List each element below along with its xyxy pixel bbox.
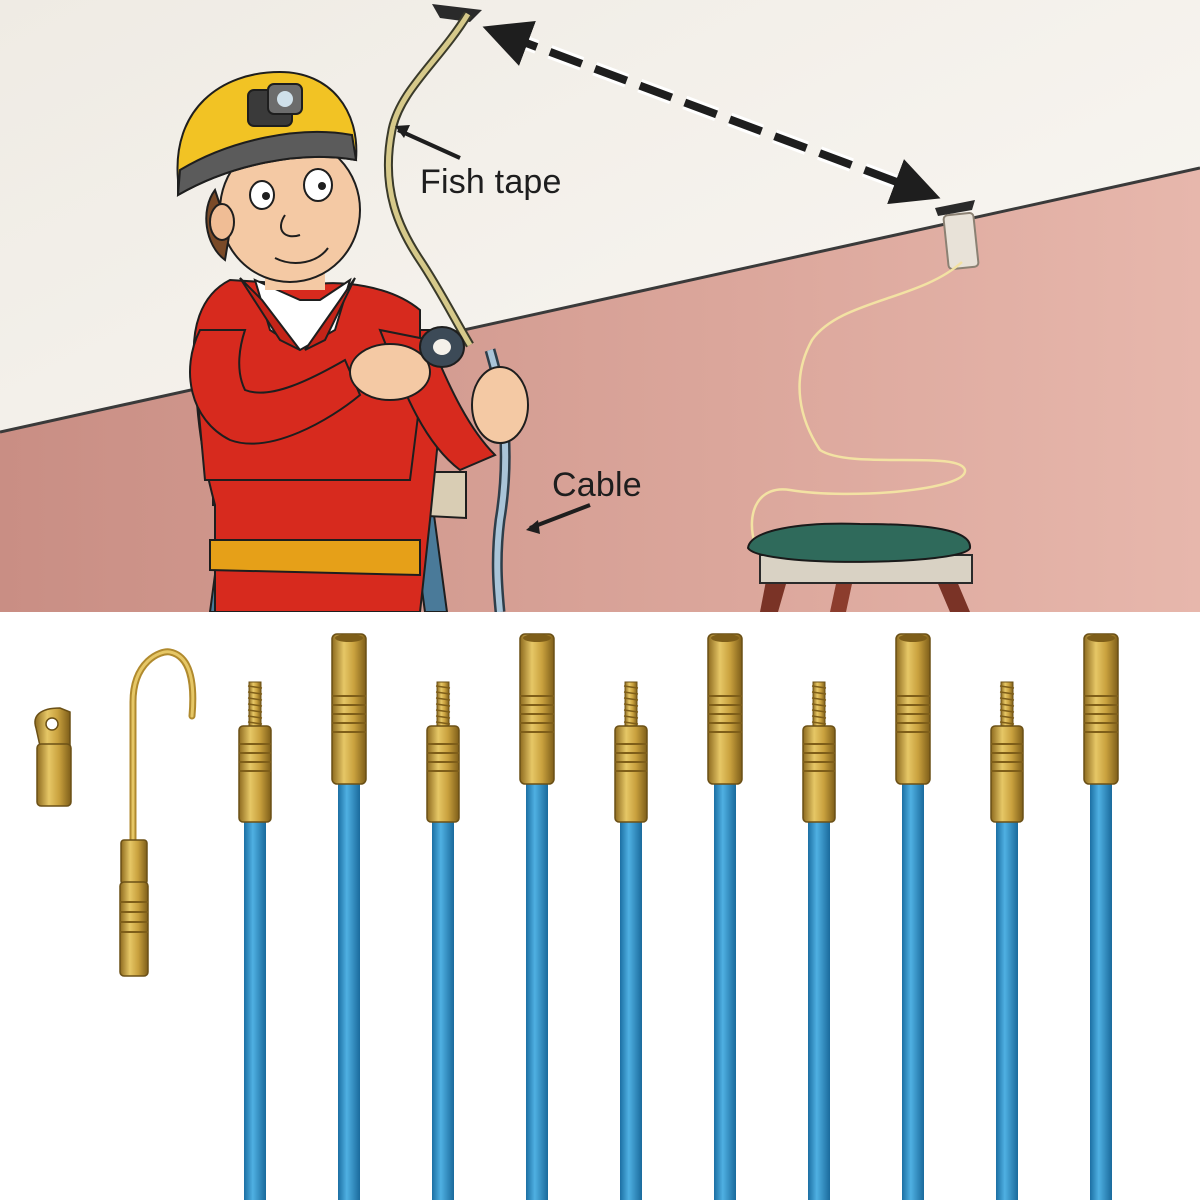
product-svg [34, 633, 1119, 1200]
rod-body [1090, 780, 1112, 1200]
rod-body [714, 780, 736, 1200]
female-connector [519, 633, 555, 785]
female-connector [331, 633, 367, 785]
worker [176, 70, 529, 612]
female-connector [1083, 633, 1119, 785]
fiberglass-rod [707, 633, 743, 1200]
distance-arrow [482, 20, 941, 205]
fish-tape-pointer [397, 128, 461, 160]
rod-body [996, 818, 1018, 1200]
fiberglass-rod [426, 681, 460, 1200]
fiberglass-rod [614, 681, 648, 1200]
fiberglass-rod [238, 681, 272, 1200]
male-connector [238, 725, 272, 823]
illustration-svg [0, 0, 1200, 612]
stool [746, 522, 973, 612]
cable-pointer [529, 503, 591, 530]
rod-body [338, 780, 360, 1200]
rod-body [244, 818, 266, 1200]
fiberglass-rod [331, 633, 367, 1200]
fiberglass-rod [802, 681, 836, 1200]
male-connector [614, 725, 648, 823]
product-photo [0, 612, 1200, 1200]
cable-label: Cable [552, 466, 642, 504]
rod-body [620, 818, 642, 1200]
hook-end-fitting [119, 648, 197, 977]
rod-body [432, 818, 454, 1200]
usage-illustration: Fish tape Cable [0, 0, 1200, 612]
rod-body [526, 780, 548, 1200]
wall-plate [935, 200, 980, 271]
fiberglass-rod [990, 681, 1024, 1200]
cable-coil [750, 261, 967, 546]
fish-tape-label: Fish tape [420, 163, 562, 201]
fiberglass-rod [519, 633, 555, 1200]
female-connector [707, 633, 743, 785]
male-connector [802, 725, 836, 823]
fiberglass-rod [895, 633, 931, 1200]
male-connector [426, 725, 460, 823]
male-connector [990, 725, 1024, 823]
rod-set [238, 633, 1119, 1200]
female-connector [895, 633, 931, 785]
fiberglass-rod [1083, 633, 1119, 1200]
eyelet-end-fitting [34, 707, 72, 807]
rod-body [808, 818, 830, 1200]
rod-body [902, 780, 924, 1200]
